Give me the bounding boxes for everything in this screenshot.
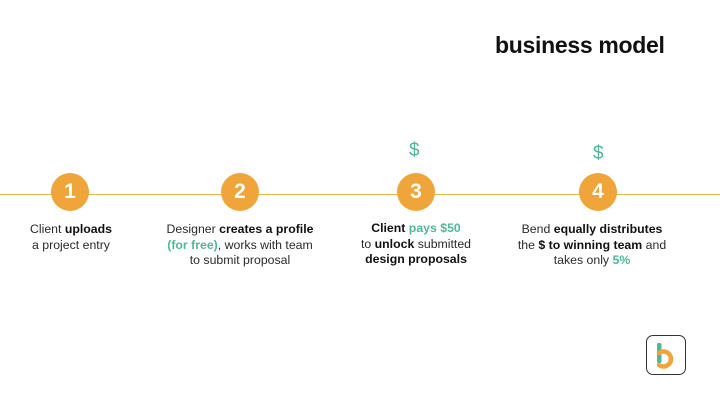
step-1-line-2: a project entry: [32, 237, 110, 252]
step-2-text: Designer creates a profile (for free), w…: [145, 222, 335, 269]
step-4-line-2: the $ to winning team and: [517, 237, 667, 252]
step-4-circle: 4: [579, 173, 617, 211]
step-3-text: Client pays $50 to unlock submitted desi…: [321, 221, 511, 268]
step-4-text: Bend equally distributes the $ to winnin…: [497, 222, 687, 269]
step-4-line-1: Bend equally distributes: [521, 222, 663, 236]
bend-logo: [646, 335, 686, 375]
step-2-line-1: Designer creates a profile: [166, 222, 314, 236]
step-3-circle: 3: [397, 173, 435, 211]
step-2-line-3: to submit proposal: [189, 253, 291, 267]
step-2-line-2: (for free), works with team: [167, 237, 313, 252]
step-3-line-3: design proposals: [365, 252, 467, 266]
step-3-line-2: to unlock submitted: [360, 236, 472, 251]
bend-logo-icon: [656, 343, 674, 369]
page-title: business model: [495, 32, 665, 58]
dollar-icon-step-4: $: [593, 143, 604, 164]
step-2-circle: 2: [221, 173, 259, 211]
step-3-line-1: Client pays $50: [371, 221, 461, 235]
step-1-text: Client uploads a project entry: [0, 222, 166, 253]
dollar-icon-step-3: $: [409, 140, 420, 161]
step-4-line-3: takes only 5%: [553, 253, 631, 267]
timeline-line: [0, 194, 720, 195]
step-1-circle: 1: [51, 173, 89, 211]
step-1-line-1: Client uploads: [30, 222, 112, 236]
